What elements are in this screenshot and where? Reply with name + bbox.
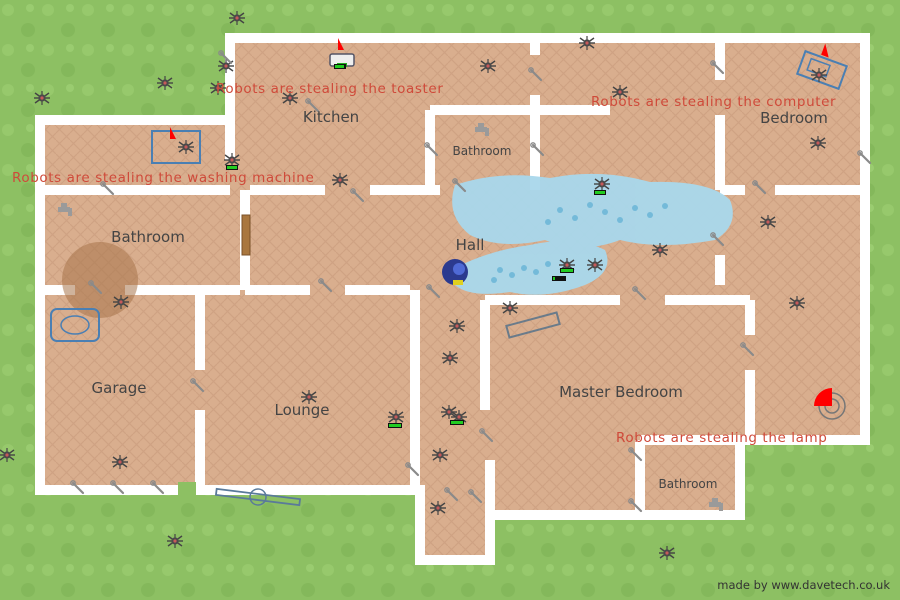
bathtub-icon bbox=[50, 308, 100, 342]
room-label-kitchen: Kitchen bbox=[302, 108, 360, 126]
interior-walls bbox=[40, 38, 865, 520]
credit-link[interactable]: made by www.davetech.co.uk bbox=[717, 578, 890, 592]
sofa-icon bbox=[214, 487, 302, 507]
room-label-bathroom-bottom: Bathroom bbox=[658, 477, 718, 491]
robot-health-bars bbox=[226, 64, 606, 428]
alert-computer: Robots are stealing the computer bbox=[591, 94, 837, 110]
house-floorplan bbox=[35, 33, 870, 565]
dirt-stain bbox=[62, 242, 138, 318]
bed-icon bbox=[505, 311, 561, 339]
room-label-master-bedroom: Master Bedroom bbox=[559, 383, 683, 401]
room-label-bathroom-top: Bathroom bbox=[452, 144, 512, 158]
alert-washing-machine: Robots are stealing the washing machine bbox=[12, 170, 315, 186]
alert-lamp: Robots are stealing the lamp bbox=[616, 430, 828, 446]
room-label-bathroom-left: Bathroom bbox=[111, 228, 185, 246]
room-label-garage: Garage bbox=[91, 379, 147, 397]
player-vacuum-robot-icon[interactable] bbox=[442, 259, 468, 285]
room-label-hall: Hall bbox=[455, 236, 485, 254]
lamp-item-icon bbox=[814, 388, 846, 420]
room-label-bedroom: Bedroom bbox=[760, 109, 828, 127]
alert-toaster: Robots are stealing the toaster bbox=[216, 81, 444, 97]
washing-machine-item-icon bbox=[151, 127, 201, 164]
water-bubbles bbox=[491, 202, 668, 283]
room-label-lounge: Lounge bbox=[274, 401, 330, 419]
